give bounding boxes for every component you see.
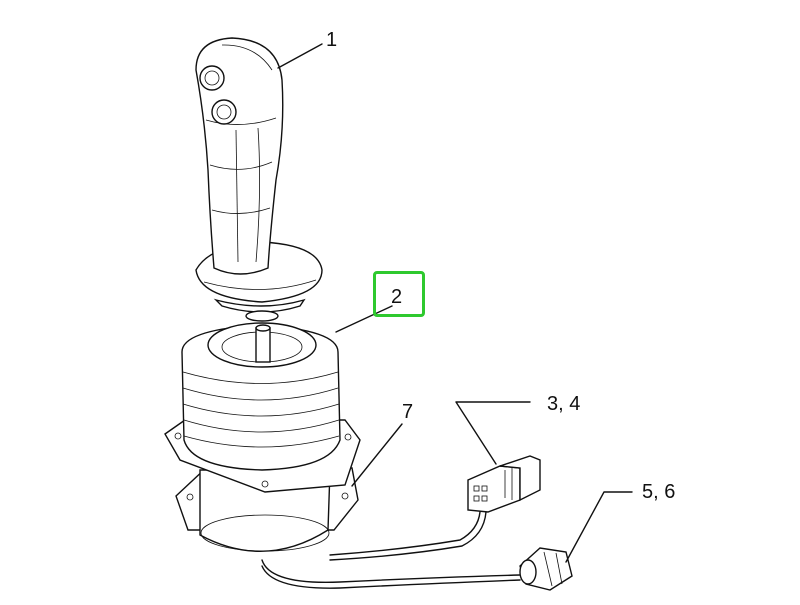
leader-line-3-4 [455, 401, 531, 465]
callout-label-5-6: 5, 6 [642, 481, 676, 503]
connector-3-4 [467, 455, 541, 513]
harness-cable [261, 511, 521, 589]
base-housing [164, 322, 361, 552]
leader-line-1 [277, 43, 323, 69]
callout-label-3-4: 3, 4 [547, 393, 581, 415]
callout-label-7: 7 [402, 401, 414, 423]
joystick-grip [195, 37, 284, 275]
leader-line-2 [335, 305, 393, 333]
callout-label-2[interactable]: 2 [391, 286, 403, 308]
callout-label-1: 1 [326, 29, 338, 51]
leader-line-5-6 [565, 491, 633, 563]
leader-lines [277, 43, 633, 563]
callout-2-highlight-box [373, 271, 425, 317]
leader-line-7 [351, 423, 403, 487]
connector-5-6 [519, 547, 573, 591]
